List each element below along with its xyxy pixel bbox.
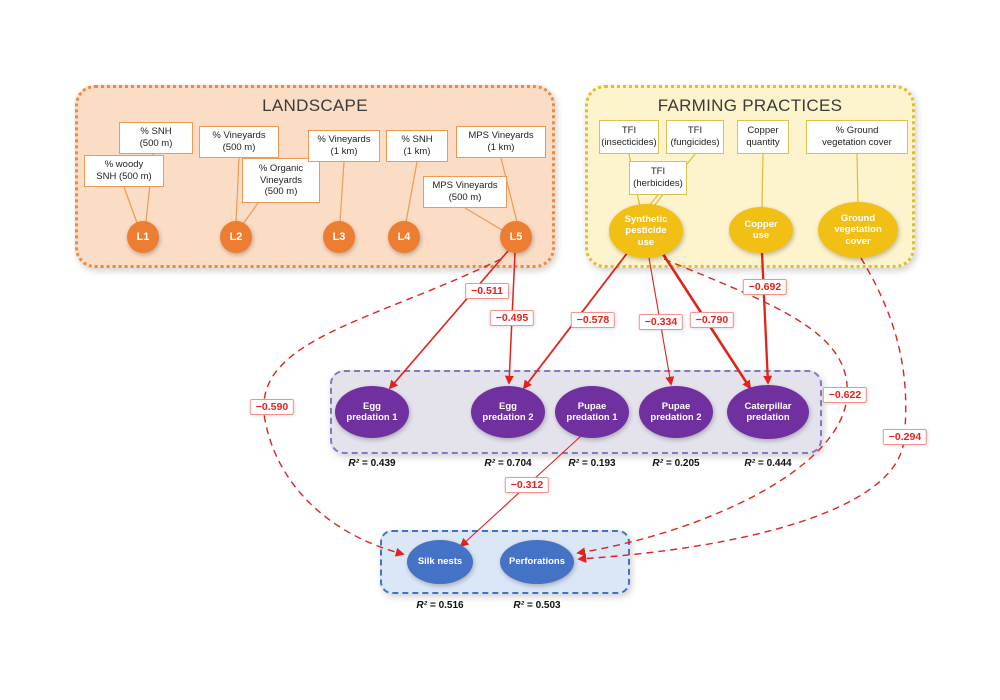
r2-symbol: R² xyxy=(348,458,359,469)
latent-l4: L4 xyxy=(388,221,420,253)
indicator-ground-vegetation-cover: % Ground vegetation cover xyxy=(806,120,908,154)
latent-l1: L1 xyxy=(127,221,159,253)
latent-l2: L2 xyxy=(220,221,252,253)
node-egg-predation-1: Egg predation 1 xyxy=(335,386,409,438)
indicator-snh-1km: % SNH (1 km) xyxy=(386,130,448,162)
coef-pesticide-pupae2: −0.334 xyxy=(638,314,684,330)
r2-value: = 0.516 xyxy=(429,600,464,611)
latent-ground-vegetation-cover: Ground vegetation cover xyxy=(818,202,898,258)
indicator-woody-snh-500m: % woody SNH (500 m) xyxy=(84,155,164,187)
latent-l3: L3 xyxy=(323,221,355,253)
indicator-vineyards-1km: % Vineyards (1 km) xyxy=(308,130,380,162)
r2-caterpillar-predation: R²= 0.444 xyxy=(744,458,791,469)
latent-synthetic-pesticide-use: Synthetic pesticide use xyxy=(609,204,683,258)
coef-pesticide-caterpillar: −0.790 xyxy=(689,312,735,328)
indicator-mps-vineyards-500m: MPS Vineyards (500 m) xyxy=(423,176,507,208)
node-perforations: Perforations xyxy=(500,540,574,584)
r2-value: = 0.444 xyxy=(757,458,792,469)
coef-copper-caterpillar: −0.692 xyxy=(742,279,788,295)
r2-symbol: R² xyxy=(484,458,495,469)
node-silk-nests: Silk nests xyxy=(407,540,473,584)
coef-groundveg-perforations: −0.294 xyxy=(882,429,928,445)
landscape-title: LANDSCAPE xyxy=(262,96,368,115)
r2-value: = 0.503 xyxy=(526,600,561,611)
r2-symbol: R² xyxy=(744,458,755,469)
indicator-organic-vineyards-500m: % Organic Vineyards (500 m) xyxy=(242,158,320,203)
coef-pesticide-perforations: −0.622 xyxy=(822,387,868,403)
node-caterpillar-predation: Caterpillar predation xyxy=(727,385,809,439)
r2-value: = 0.205 xyxy=(665,458,700,469)
coef-l5-egg1: −0.511 xyxy=(465,283,509,299)
indicator-tfi-herbicides: TFI (herbicides) xyxy=(629,161,687,195)
coef-pesticide-egg2: −0.578 xyxy=(570,312,616,328)
r2-symbol: R² xyxy=(568,458,579,469)
indicator-copper-quantity: Copper quantity xyxy=(737,120,789,154)
r2-pupae-predation-2: R²= 0.205 xyxy=(652,458,699,469)
r2-value: = 0.704 xyxy=(497,458,532,469)
r2-perforations: R²= 0.503 xyxy=(513,600,560,611)
indicator-tfi-insecticides: TFI (insecticides) xyxy=(599,120,659,154)
r2-symbol: R² xyxy=(513,600,524,611)
node-pupae-predation-2: Pupae predation 2 xyxy=(639,386,713,438)
indicator-mps-vineyards-1km: MPS Vineyards (1 km) xyxy=(456,126,546,158)
farming-title: FARMING PRACTICES xyxy=(657,96,843,115)
coef-l5-silknests: −0.590 xyxy=(249,399,295,415)
latent-copper-use: Copper use xyxy=(729,207,793,253)
r2-value: = 0.439 xyxy=(361,458,396,469)
r2-egg-predation-1: R²= 0.439 xyxy=(348,458,395,469)
node-pupae-predation-1: Pupae predation 1 xyxy=(555,386,629,438)
r2-egg-predation-2: R²= 0.704 xyxy=(484,458,531,469)
indicator-tfi-fungicides: TFI (fungicides) xyxy=(666,120,724,154)
r2-symbol: R² xyxy=(652,458,663,469)
indicator-snh-500m: % SNH (500 m) xyxy=(119,122,193,154)
node-egg-predation-2: Egg predation 2 xyxy=(471,386,545,438)
indicator-vineyards-500m: % Vineyards (500 m) xyxy=(199,126,279,158)
r2-symbol: R² xyxy=(416,600,427,611)
coef-pupae1-silknests: −0.312 xyxy=(504,477,550,493)
r2-value: = 0.193 xyxy=(581,458,616,469)
latent-l5: L5 xyxy=(500,221,532,253)
r2-silk-nests: R²= 0.516 xyxy=(416,600,463,611)
coef-l5-egg2: −0.495 xyxy=(489,310,535,326)
path-copper-caterpillar xyxy=(760,252,773,385)
r2-pupae-predation-1: R²= 0.193 xyxy=(568,458,615,469)
